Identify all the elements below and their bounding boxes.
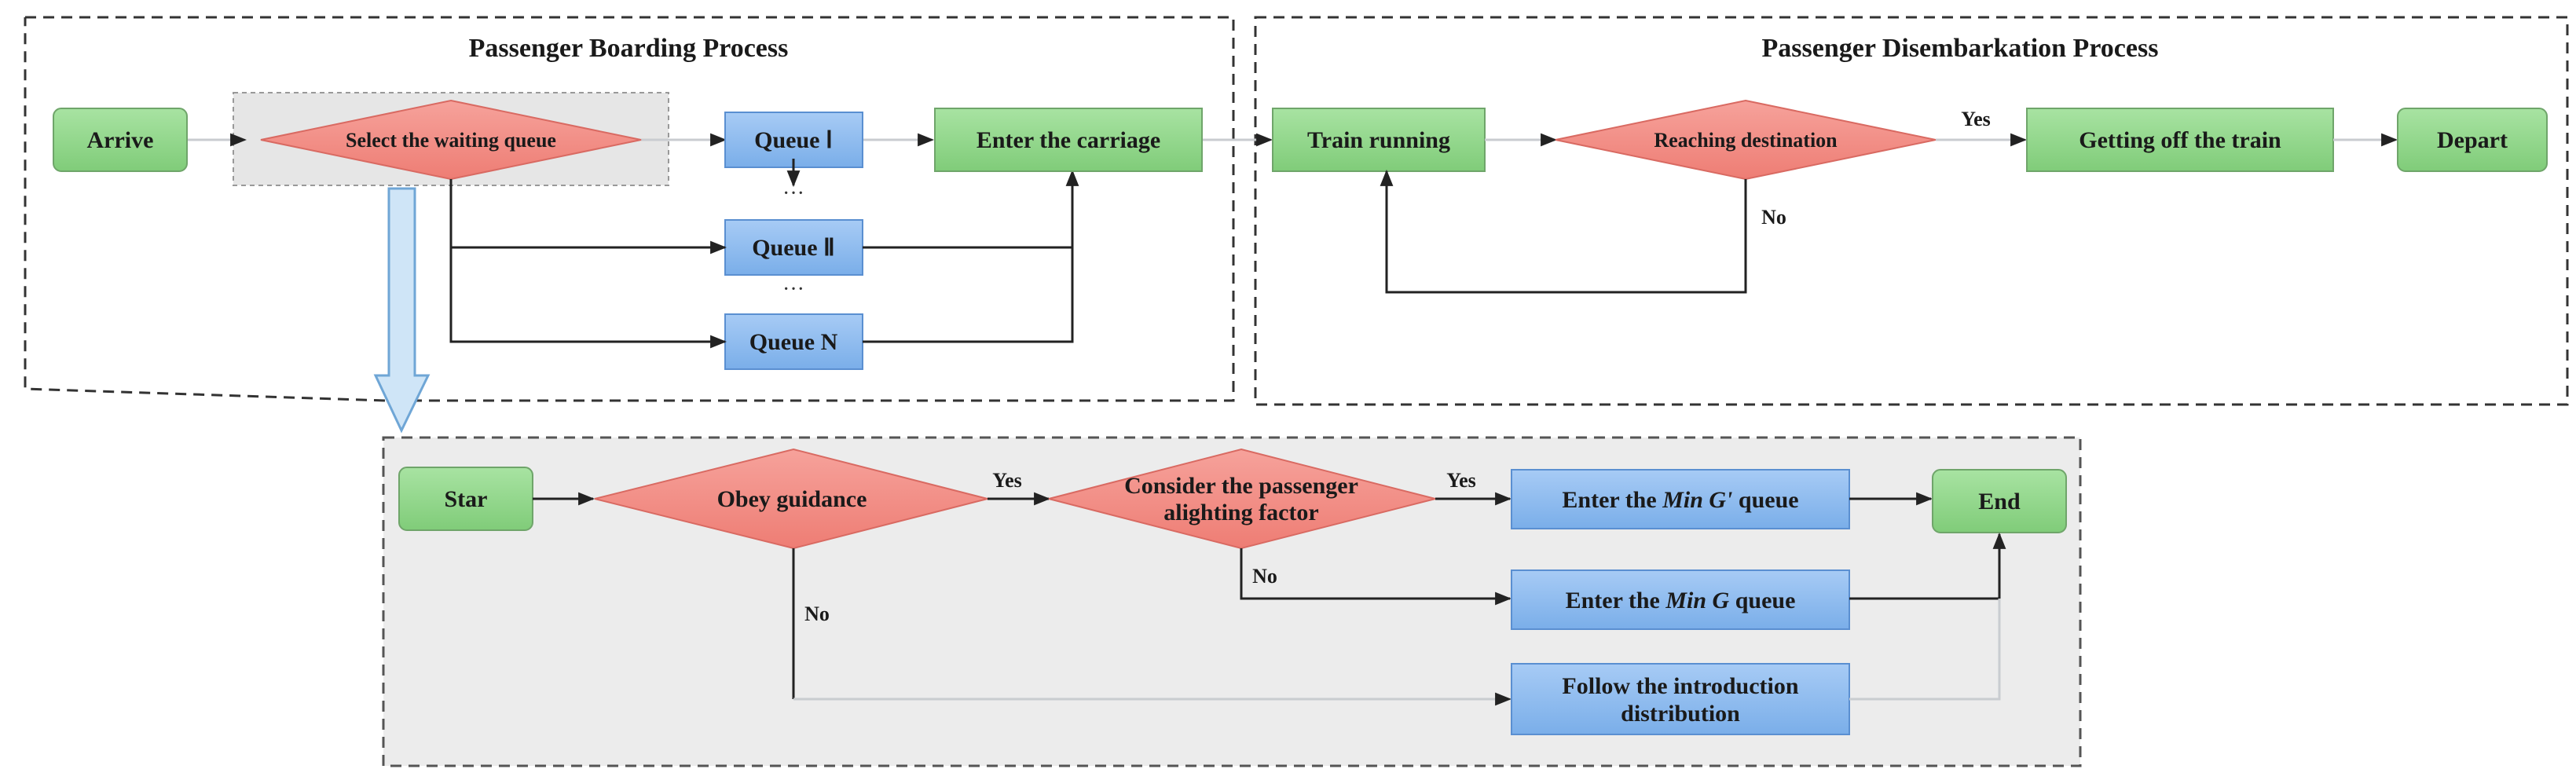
no-label-disembark: No [1761,206,1786,229]
enter-min-g-prime-node [1511,469,1850,529]
edge-no-loop [1380,169,1747,294]
edge-follow-end [1849,599,2001,701]
dots-1: ··· [782,181,804,206]
arrive-label: Arrive [87,127,154,153]
follow-label-line1: Follow the introduction [1562,673,1798,699]
expand-down-arrow [373,187,431,434]
depart-label: Depart [2437,127,2508,153]
enter-carriage-label: Enter the carriage [977,127,1160,153]
enter-min-g-prime-label: Enter the Min G' queue [1562,487,1798,513]
follow-label-line2: distribution [1621,701,1740,727]
enter-min-g-prime-em: Min G' [1662,487,1732,513]
enter-min-g-label: Enter the Min G queue [1566,588,1796,613]
train-running-node [1272,108,1486,172]
yes-label-2: Yes [1446,469,1476,492]
edge-select-queueN [449,247,727,349]
reaching-destination-label: Reaching destination [1654,129,1838,152]
disembark-panel-frame [1254,16,2569,406]
dots-2: ··· [782,277,804,302]
yes-label-1: Yes [992,469,1022,492]
star-label: Star [445,486,488,512]
getting-off-label: Getting off the train [2079,127,2281,153]
train-running-label: Train running [1307,127,1450,153]
consider-label-line2: alighting factor [1163,500,1318,525]
queue-1-label: Queue Ⅰ [754,127,833,153]
consider-label-line1: Consider the passenger [1124,473,1358,499]
edge-queueN-carriage [863,169,1079,343]
queue-n-label: Queue N [749,329,838,355]
arrive-node [53,108,188,172]
enter-min-g-post: queue [1729,588,1795,613]
queue-2-node [724,219,863,276]
getting-off-node [2026,108,2334,172]
enter-min-g-em: Min G [1665,588,1729,613]
enter-min-g-prime-pre: Enter the [1562,487,1662,513]
boarding-panel-frame [24,16,1235,402]
edge-select-queue2 [449,179,727,255]
enter-carriage-node [934,108,1203,172]
yes-label-disembark: Yes [1961,108,1991,130]
enter-min-g-prime-post: queue [1732,487,1798,513]
disembark-title: Passenger Disembarkation Process [1762,34,2159,63]
select-queue-label: Select the waiting queue [346,129,556,152]
no-label-1: No [804,602,830,625]
queue-2-label: Queue Ⅱ [752,235,835,261]
depart-node [2397,108,2548,172]
edge-consider-ming [1240,548,1512,606]
end-label: End [1978,489,2021,515]
boarding-title: Passenger Boarding Process [469,34,789,63]
enter-min-g-pre: Enter the [1566,588,1666,613]
no-label-2: No [1252,565,1277,588]
obey-guidance-label: Obey guidance [717,486,867,512]
